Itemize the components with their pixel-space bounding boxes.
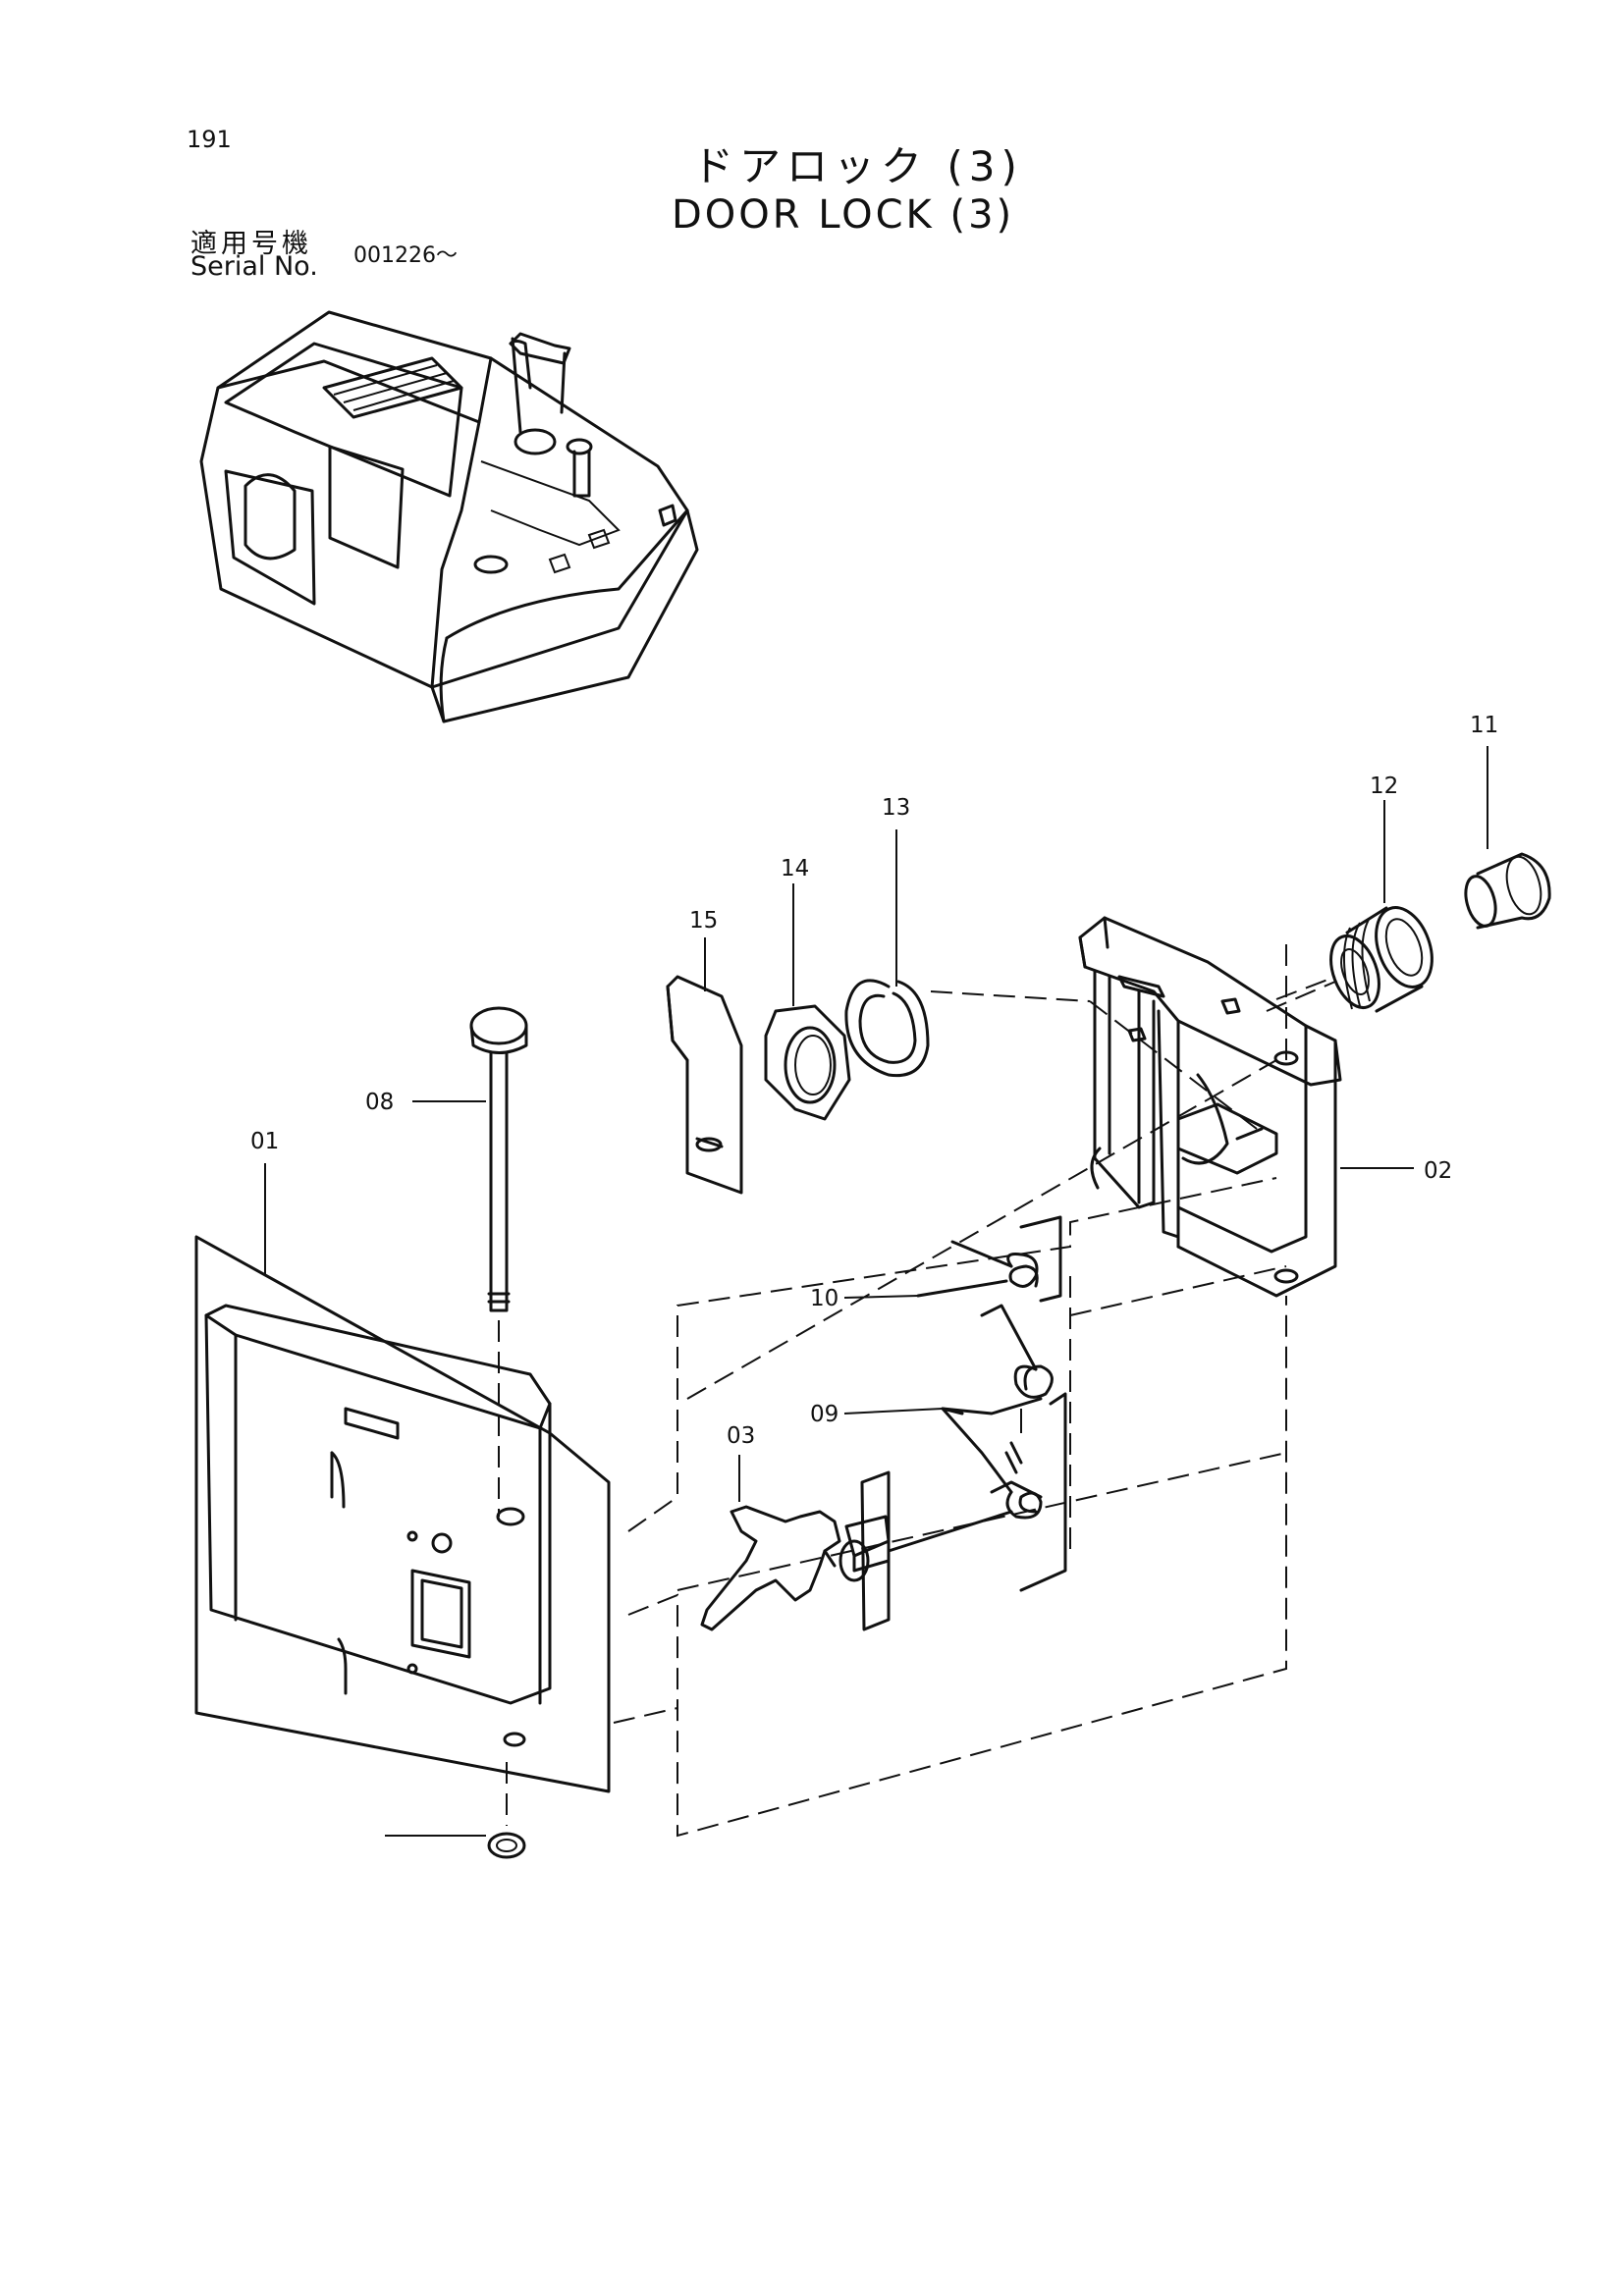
callout-14: 15 [689,908,718,934]
part-07-pin [469,1006,528,1517]
page-title-jp: ドアロック (3) [692,142,1023,190]
part-02-lock-bracket [1078,916,1342,1298]
callout-07: 08 [365,1090,394,1115]
page-title-en: DOOR LOCK (3) [672,192,1015,238]
callout-02: 02 [1424,1158,1452,1184]
serial-label-en: Serial No. [190,251,318,282]
part-callouts: 08 01 02 03 10 09 11 12 13 14 15 [250,713,1498,1449]
assembly-lines [613,937,1336,1838]
part-15-ring [487,1762,526,1859]
excavator-overview-illustration [199,310,699,723]
callout-01: 01 [250,1129,279,1154]
callout-08: 09 [810,1402,839,1427]
part-11-bushing [1275,906,1434,1013]
part-09-spring [916,1215,1062,1303]
callout-13: 14 [781,856,809,881]
callout-12: 13 [882,795,910,821]
page-number: 191 [187,126,232,153]
part-01-cover-plate [194,1235,611,1793]
part-08-spring [941,1304,1067,1592]
part-14-plate [666,975,743,1195]
callout-03: 03 [727,1423,755,1449]
part-12-snap-ring [844,979,1091,1078]
part-13-nut [764,1004,851,1121]
part-03-latch [700,1470,1013,1631]
part-10-plug [1464,852,1551,930]
callout-09: 10 [810,1286,839,1311]
callout-10: 11 [1470,713,1498,738]
serial-value: 001226～ [353,243,458,268]
leader-lines [264,746,1488,1837]
serial-label-jp: 適用号機 [190,229,312,259]
callout-11: 12 [1370,774,1398,799]
